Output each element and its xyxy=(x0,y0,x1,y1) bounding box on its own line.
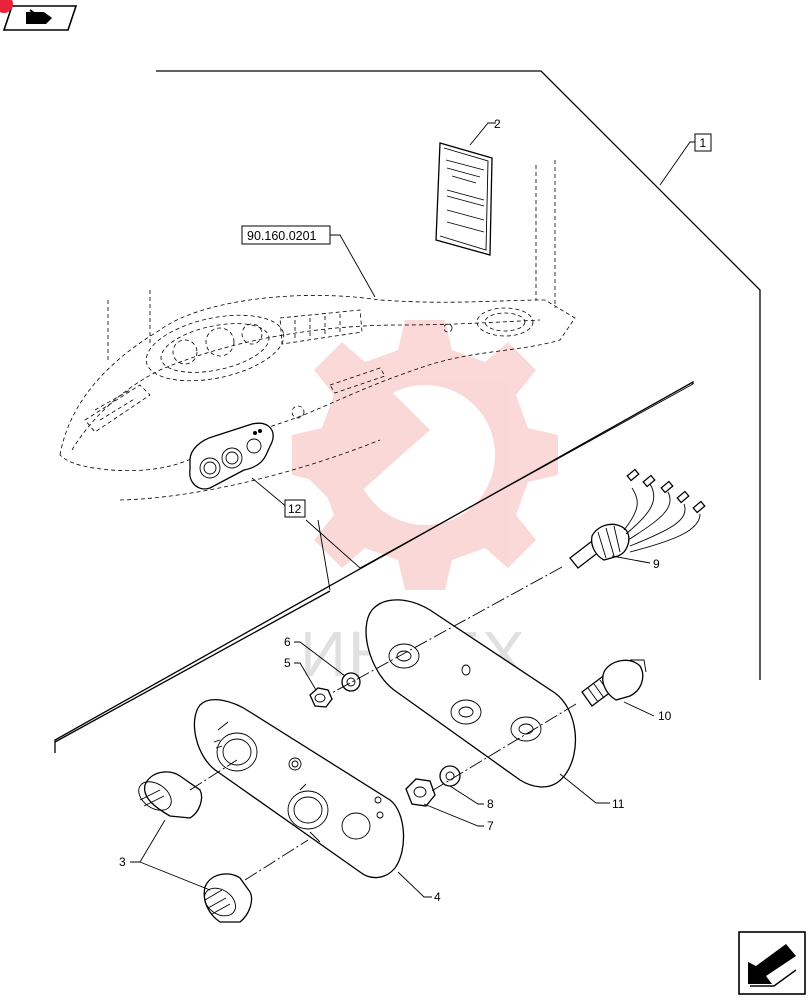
nut-small xyxy=(309,687,333,708)
dashboard-outline xyxy=(59,160,576,501)
leader-lines xyxy=(130,122,702,898)
callout-1: 1 xyxy=(694,133,712,152)
svg-text:12: 12 xyxy=(288,502,302,516)
nut-large xyxy=(405,778,436,807)
back-plate xyxy=(365,599,577,788)
switch-part-10 xyxy=(581,659,647,707)
svg-text:1: 1 xyxy=(700,136,707,150)
knob-upper xyxy=(138,771,203,819)
washer-small xyxy=(341,672,361,692)
callout-10: 10 xyxy=(658,709,672,723)
callout-4: 4 xyxy=(434,890,441,904)
book-hand-icon xyxy=(2,5,78,31)
assembly-axis-lines xyxy=(189,566,577,881)
next-page-arrow-icon[interactable] xyxy=(738,931,806,995)
callout-5: 5 xyxy=(284,656,291,670)
callout-3: 3 xyxy=(119,855,126,869)
dashboard-control-panel xyxy=(189,422,274,490)
front-plate xyxy=(193,699,405,879)
watermark-gear-icon xyxy=(292,320,558,590)
svg-text:90.160.0201: 90.160.0201 xyxy=(247,229,317,243)
assembly-frame xyxy=(54,70,761,753)
callout-7: 7 xyxy=(487,819,494,833)
callout-11: 11 xyxy=(612,797,625,811)
callout-6: 6 xyxy=(284,635,291,649)
knob-lower xyxy=(203,873,253,923)
callout-ref: 90.160.0201 xyxy=(241,225,331,245)
switch-with-wiring xyxy=(569,468,706,569)
corner-badge-icon xyxy=(0,0,13,13)
manual-booklet xyxy=(435,142,493,256)
callout-2: 2 xyxy=(494,117,501,131)
callout-8: 8 xyxy=(487,797,494,811)
callout-9: 9 xyxy=(653,557,660,571)
callout-12: 12 xyxy=(284,499,306,518)
